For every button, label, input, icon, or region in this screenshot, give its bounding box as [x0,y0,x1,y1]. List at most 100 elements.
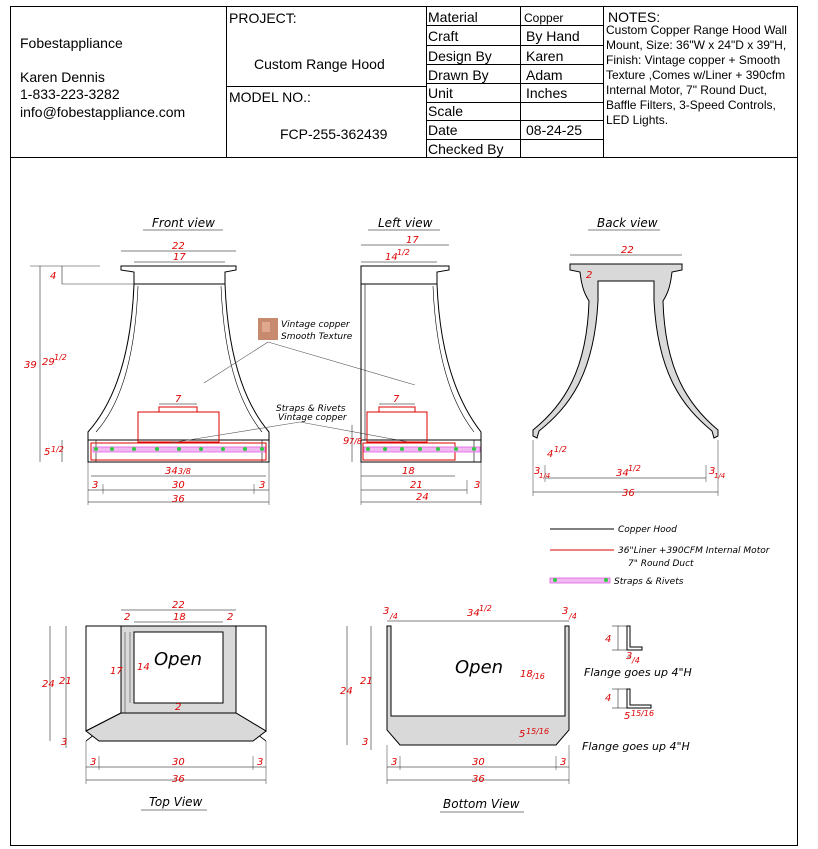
spec-label-checked: Checked By [428,141,504,157]
back-dim-side-l-frac: 1/4 [539,472,550,480]
contact-person: Karen Dennis [20,69,105,85]
top-dim-total: 36 [172,774,185,785]
left-dim-top-inner: 14 [385,252,398,263]
notes-text: Custom Copper Range Hood Wall Mount, Siz… [606,23,787,127]
spec-value-design: Karen [526,48,564,64]
top-open-label: Open [154,649,202,670]
top-view: Top View Open 22 18 2 2 17 14 2 24 21 3 … [42,600,267,811]
left-dim-inner-d: 21 [410,480,423,491]
back-dim-inner-w-frac: 1/2 [628,464,641,473]
top-dim-wall-l: 2 [124,612,130,623]
top-dim-depth-inner: 21 [59,676,72,687]
spec-label-drawn: Drawn By [428,67,489,83]
front-dim-liner-top: 7 [175,394,182,405]
spec-value-craft: By Hand [526,28,580,44]
front-dim-top-inner: 17 [173,252,186,263]
bottom-dim-wall-r: 3 [562,606,568,617]
front-dim-height: 39 [24,360,37,371]
top-dim-front-wall: 2 [175,702,181,713]
back-view: Back view 22 2 4 1/2 3 1/4 34 1/2 3 1/4 … [532,216,725,499]
spec-value-date: 08-24-25 [526,122,583,138]
spec-value-material: Copper [524,11,564,25]
bottom-dim-wall-l-frac: /4 [389,612,398,621]
top-dim-outer: 22 [172,600,185,611]
model-label: MODEL NO.: [229,89,311,105]
back-dim-flange-h-frac: 1/2 [554,445,567,454]
legend-liner: 36"Liner +390CFM Internal Motor [618,546,771,556]
front-dim-total-w: 36 [172,494,185,505]
flange-top-text: Flange goes up 4"H [584,666,692,679]
bottom-dim-inner-frac: 1/2 [479,604,492,613]
left-dim-liner-top: 7 [393,394,400,405]
bottom-dim-inner: 34 [467,608,480,619]
flange-bot-w: 5 [624,711,630,722]
back-dim-wall: 2 [586,270,592,281]
flange-top-w: 3 [626,651,632,662]
front-dim-band-w: 34 [165,466,178,477]
spec-label-unit: Unit [428,85,453,101]
back-dim-side-r: 3 [709,466,715,477]
top-view-title: Top View [149,795,203,809]
project-label: PROJECT: [229,10,297,26]
left-dim-top-inner-frac: 1/2 [397,248,410,257]
project-value: Custom Range Hood [254,56,385,72]
front-dim-side-l: 3 [92,480,98,491]
left-dim-side: 3 [474,480,480,491]
top-dim-side-r: 3 [257,757,263,768]
flange-bot-text: Flange goes up 4"H [582,740,690,753]
top-dim-inner: 18 [173,612,186,623]
left-dim-band-h-frac: 7/8 [349,437,362,446]
front-view-title: Front view [152,216,215,230]
top-dim-front: 3 [61,737,67,748]
left-dim-total-d: 24 [416,492,429,503]
left-view-title: Left view [378,216,433,230]
spec-label-material: Material [428,9,478,25]
left-dim-band-h: 9 [343,436,349,447]
title-block: Fobestappliance Karen Dennis 1-833-223-3… [10,6,798,158]
bottom-dim-front: 3 [362,737,368,748]
flange-bot-w-frac: 15/16 [631,709,654,718]
bottom-dim-wall-l: 3 [383,606,389,617]
bottom-dim-total: 36 [472,774,485,785]
company-name: Fobestappliance [20,35,123,51]
front-dim-band-w-frac: 3/8 [178,467,191,476]
contact-email: info@fobestappliance.com [20,104,186,120]
back-dim-total-w: 36 [622,488,635,499]
bottom-dim-inner-depth: 21 [360,676,373,687]
spec-label-date: Date [428,122,458,138]
contact-phone: 1-833-223-3282 [20,86,120,102]
spec-value-drawn: Adam [526,67,563,83]
legend-copper: Copper Hood [618,525,677,535]
front-dim-top-outer: 22 [172,241,185,252]
notes-label: NOTES: [608,9,661,25]
left-dim-top-outer: 17 [406,235,419,246]
material-callout: Vintage copper Smooth Texture Straps & R… [169,318,416,444]
front-dim-side-r: 3 [259,480,265,491]
bottom-dim-lip-frac: /16 [531,672,545,681]
top-dim-side: 17 [110,666,123,677]
top-dim-depth: 24 [42,679,55,690]
back-dim-flange-h: 4 [547,449,553,460]
left-dim-liner-w: 18 [402,466,415,477]
model-value: FCP-255-362439 [280,126,388,142]
legend-liner-2: 7" Round Duct [628,559,694,569]
bottom-view-title: Bottom View [443,797,520,811]
flange-bot-h: 4 [605,693,611,704]
legend-straps: Straps & Rivets [614,577,684,587]
top-dim-mid: 30 [172,757,185,768]
flange-top-w-frac: /4 [631,656,640,665]
callout-straps-2: Vintage copper [278,413,348,423]
spec-value-unit: Inches [526,85,568,101]
back-dim-side-r-frac: 1/4 [714,472,725,480]
callout-material-1: Vintage copper [281,320,351,330]
front-dim-inner-w: 30 [172,480,185,491]
top-dim-side-l: 3 [90,757,96,768]
callout-material-2: Smooth Texture [281,332,353,342]
spec-label-design: Design By [428,48,492,64]
top-dim-wall-r: 2 [227,612,233,623]
front-dim-band-h-frac: 1/2 [51,445,64,454]
flange-top-h: 4 [605,634,611,645]
back-dim-side-l: 3 [534,466,540,477]
bottom-open-label: Open [455,657,503,678]
